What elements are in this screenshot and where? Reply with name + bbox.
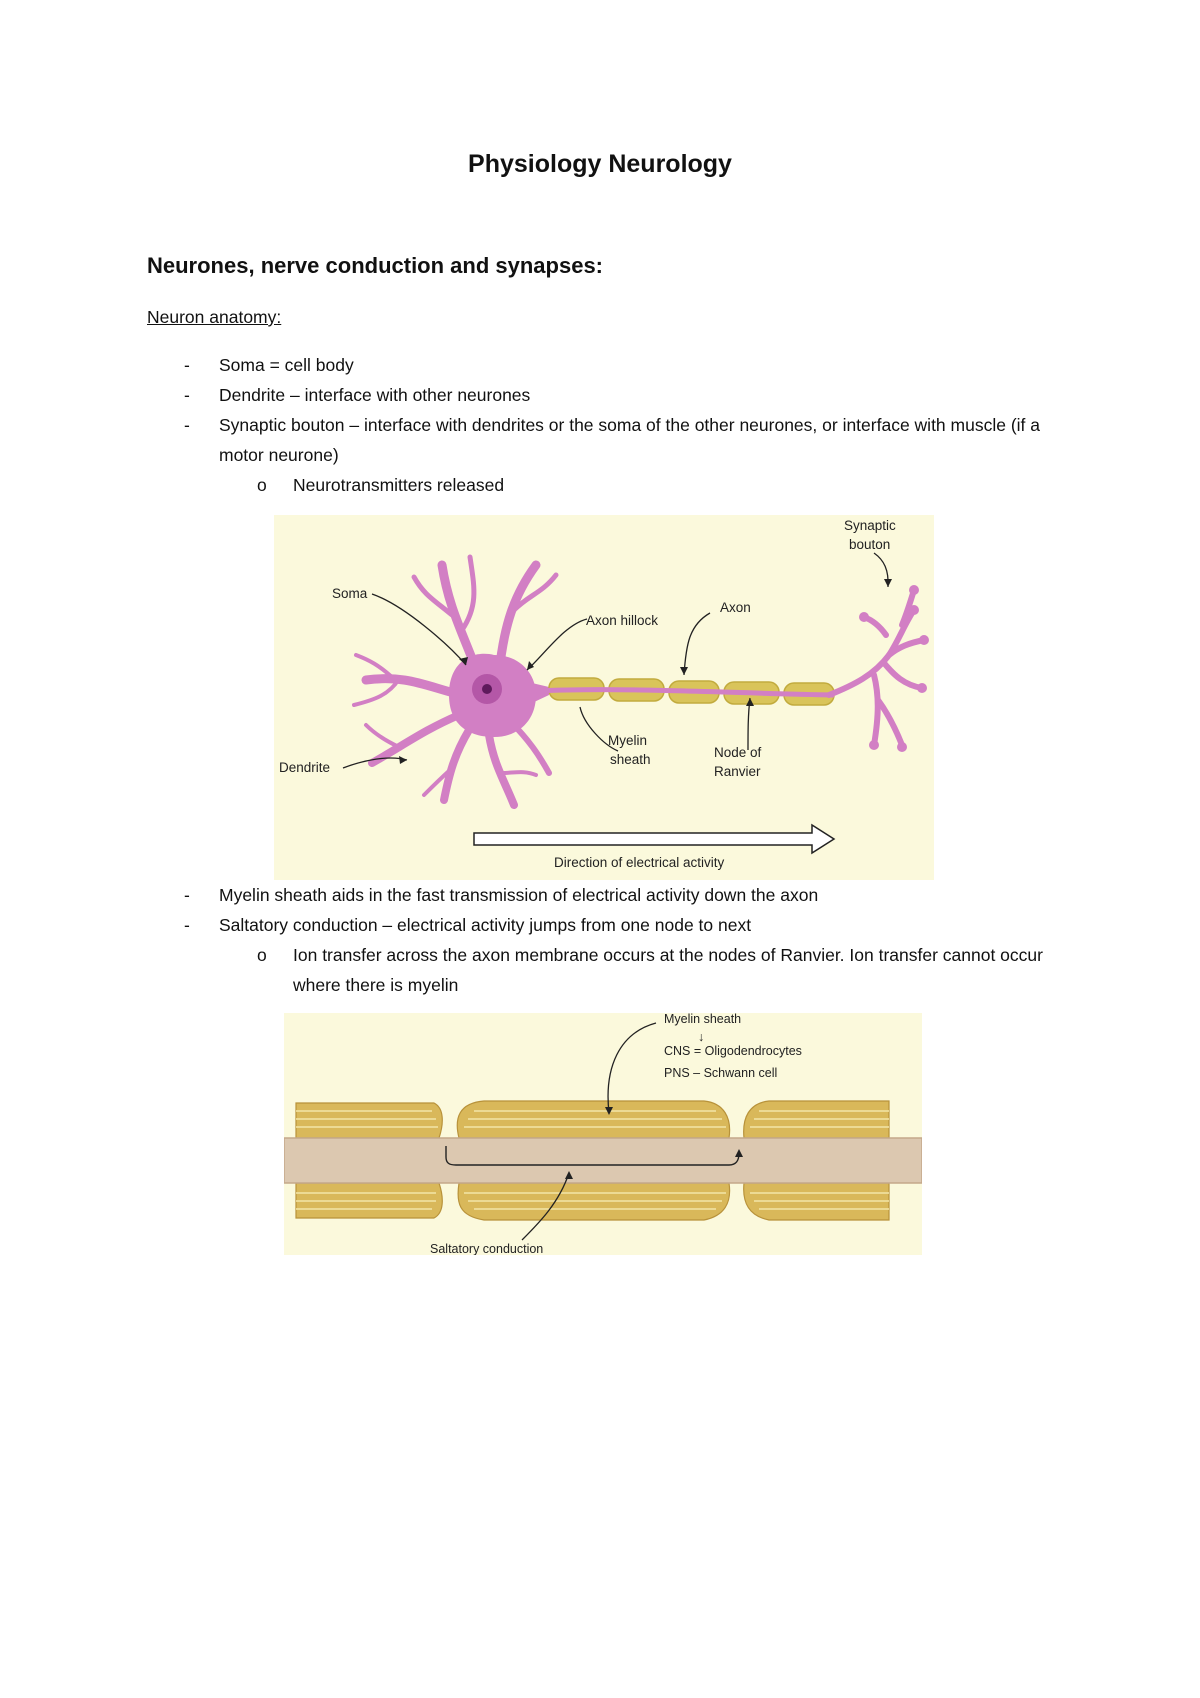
list-item: - Myelin sheath aids in the fast transmis… <box>147 880 1047 910</box>
list-item-text: Dendrite – interface with other neurones <box>219 385 531 405</box>
list-item-text: Synaptic bouton – interface with dendrit… <box>219 415 1040 465</box>
list-item: - Soma = cell body <box>147 350 1047 380</box>
label-axon-hillock: Axon hillock <box>586 613 658 628</box>
neuron-diagram: Synaptic bouton Soma Axon hillock Axon D… <box>274 515 934 880</box>
list-marker: - <box>184 385 190 405</box>
arrow-head-saltatory <box>565 1171 573 1179</box>
arrow-heads <box>399 579 892 764</box>
neuron-diagram-svg: Synaptic bouton Soma Axon hillock Axon D… <box>274 515 934 880</box>
nucleolus <box>482 684 492 694</box>
label-saltatory: Saltatory conduction <box>430 1242 543 1255</box>
neuron-anatomy-list: - Soma = cell body - Dendrite – interface … <box>147 350 1047 500</box>
myelin-wraps <box>295 1100 890 1221</box>
direction-arrow <box>473 823 836 855</box>
sub-list-item: o Neurotransmitters released <box>147 470 1047 500</box>
list-item: - Saltatory conduction – electrical activ… <box>147 910 1047 940</box>
label-ranvier: Ranvier <box>714 764 761 779</box>
subheading: Neuron anatomy: <box>147 307 282 327</box>
list-item-text: Ion transfer across the axon membrane oc… <box>293 945 1043 995</box>
label-soma: Soma <box>332 586 368 601</box>
list-marker: - <box>184 355 190 375</box>
label-pns: PNS – Schwann cell <box>664 1066 777 1080</box>
label-myelin-sheath: Myelin sheath <box>664 1013 741 1026</box>
label-bouton: bouton <box>849 537 890 552</box>
saltatory-bracket <box>445 1146 740 1166</box>
label-node-of: Node of <box>714 745 762 760</box>
label-sheath: sheath <box>610 752 651 767</box>
saltatory-diagram-svg: Myelin sheath ↓ CNS = Oligodendrocytes P… <box>283 1012 923 1256</box>
label-synaptic: Synaptic <box>844 518 896 533</box>
sub-list-item: o Ion transfer across the axon membrane o… <box>147 940 1047 1000</box>
list-item: - Dendrite – interface with other neurone… <box>147 380 1047 410</box>
axon-core <box>535 687 835 698</box>
axon <box>283 1137 923 1184</box>
page-title: Physiology Neurology <box>468 150 732 178</box>
list-marker: - <box>184 415 190 435</box>
saltatory-conduction-diagram: Myelin sheath ↓ CNS = Oligodendrocytes P… <box>283 1012 923 1256</box>
label-myelin: Myelin <box>608 733 647 748</box>
axon-terminals <box>826 587 927 748</box>
label-down-arrow: ↓ <box>698 1030 704 1044</box>
section-heading: Neurones, nerve conduction and synapses: <box>147 253 604 278</box>
list-marker: o <box>257 475 267 495</box>
label-dendrite: Dendrite <box>279 760 330 775</box>
list-item-text: Myelin sheath aids in the fast transmiss… <box>219 885 819 905</box>
annotation-arrows <box>521 1022 657 1241</box>
list-item-text: Saltatory conduction – electrical activi… <box>219 915 752 935</box>
list-item-text: Neurotransmitters released <box>293 475 505 495</box>
boutons <box>859 585 929 752</box>
label-cns: CNS = Oligodendrocytes <box>664 1044 802 1058</box>
arrow-head-myelin <box>605 1107 613 1115</box>
bracket-arrow-head <box>735 1149 743 1157</box>
label-axon: Axon <box>720 600 751 615</box>
list-item-text: Soma = cell body <box>219 355 354 375</box>
list-marker: - <box>184 915 190 935</box>
conduction-list: - Myelin sheath aids in the fast transmis… <box>147 880 1047 1000</box>
label-direction: Direction of electrical activity <box>554 855 725 870</box>
list-item: - Synaptic bouton – interface with dendri… <box>147 410 1047 470</box>
list-marker: o <box>257 945 267 965</box>
list-marker: - <box>184 885 190 905</box>
